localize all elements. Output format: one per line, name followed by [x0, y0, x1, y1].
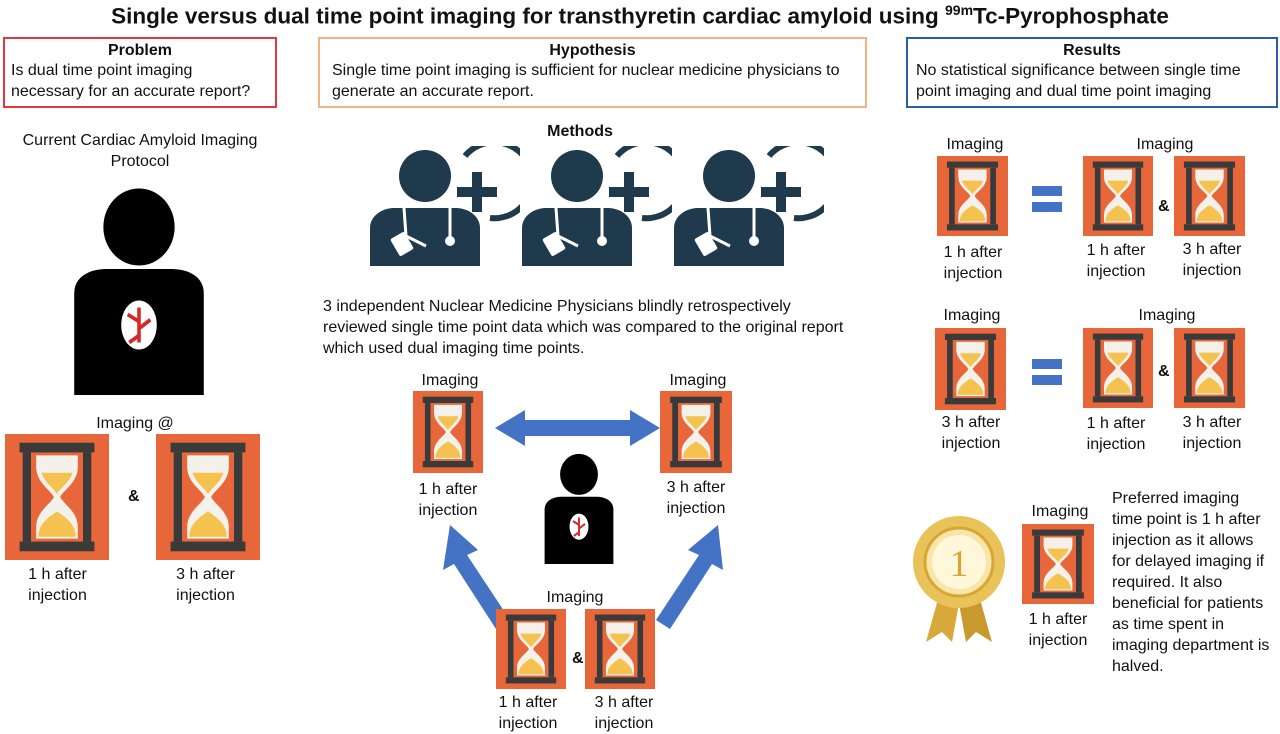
caption-3h: 3 h after injection [1182, 241, 1242, 279]
ampersand: & [572, 650, 584, 667]
double-arrow [495, 410, 660, 446]
problem-text: Is dual time point imaging necessary for… [11, 62, 251, 100]
medal-icon: 1 [913, 516, 1005, 642]
physician-icon [370, 146, 520, 266]
hourglass-icon [1174, 156, 1245, 236]
hourglass-icon [413, 391, 483, 473]
arrow-up-left [443, 525, 510, 629]
imaging-label: Imaging [943, 307, 1001, 324]
caption-3h: 3 h after injection [666, 479, 726, 517]
caption-3h: 3 h after injection [1182, 414, 1242, 452]
caption-1h: 1 h after injection [1086, 242, 1146, 280]
hypothesis-box: Hypothesis Single time point imaging is … [318, 37, 867, 108]
equals-icon [1032, 359, 1062, 391]
patient-icon [58, 185, 220, 395]
ampersand: & [1158, 363, 1170, 380]
preferred-text: Preferred imaging time point is 1 h afte… [1112, 490, 1270, 675]
hourglass-icon [1022, 524, 1094, 604]
page-title: Single versus dual time point imaging fo… [111, 2, 1169, 29]
caption-1h: 1 h after injection [418, 481, 478, 519]
patient-icon [536, 452, 622, 564]
caption-3h: 3 h after injection [941, 414, 1001, 452]
imaging-at-label: Imaging @ [96, 415, 174, 432]
caption-1h: 1 h after injection [943, 244, 1003, 282]
methods-heading: Methods [547, 123, 613, 140]
problem-heading: Problem [107, 42, 172, 59]
imaging-label: Imaging [421, 372, 479, 389]
hourglass-icon [496, 609, 566, 689]
ampersand: & [128, 488, 140, 505]
methods-text: 3 independent Nuclear Medicine Physician… [323, 298, 844, 357]
hourglass-icon [1174, 328, 1245, 408]
caption-1h: 1 h after injection [498, 694, 558, 732]
hourglass-icon [5, 434, 109, 560]
hourglass-icon [660, 391, 732, 473]
imaging-label: Imaging [1031, 503, 1089, 520]
arrow-up-right [656, 525, 723, 629]
imaging-label: Imaging [1138, 307, 1196, 324]
arrows [443, 410, 723, 629]
svg-text:1: 1 [950, 543, 969, 585]
ampersand: & [1158, 198, 1170, 215]
hourglass-icon [937, 156, 1008, 236]
protocol-label: Current Cardiac Amyloid Imaging Protocol [22, 132, 258, 170]
physician-icon [674, 146, 824, 266]
hourglass-icon [1083, 156, 1153, 236]
hourglass-icon [156, 434, 260, 560]
hypothesis-heading: Hypothesis [549, 42, 636, 59]
problem-box: Problem Is dual time point imaging neces… [3, 37, 277, 108]
hypothesis-text: Single time point imaging is sufficient … [332, 62, 840, 100]
caption-1h: 1 h after injection [1028, 611, 1088, 649]
caption-3h: 3 h after injection [176, 566, 235, 604]
hourglass-icon [935, 328, 1006, 410]
imaging-label: Imaging [669, 372, 727, 389]
imaging-label: Imaging [546, 589, 604, 606]
results-heading: Results [1063, 42, 1121, 59]
hourglass-icon [585, 609, 655, 689]
caption-1h: 1 h after injection [28, 566, 87, 604]
results-text: No statistical significance between sing… [916, 62, 1241, 100]
results-box: Results No statistical significance betw… [906, 37, 1278, 108]
imaging-label: Imaging [1136, 136, 1194, 153]
hourglass-icon [1083, 328, 1153, 408]
physician-icon [522, 146, 672, 266]
caption-1h: 1 h after injection [1086, 415, 1146, 453]
caption-3h: 3 h after injection [594, 694, 654, 732]
equals-icon [1032, 186, 1062, 218]
imaging-label: Imaging [946, 136, 1004, 153]
